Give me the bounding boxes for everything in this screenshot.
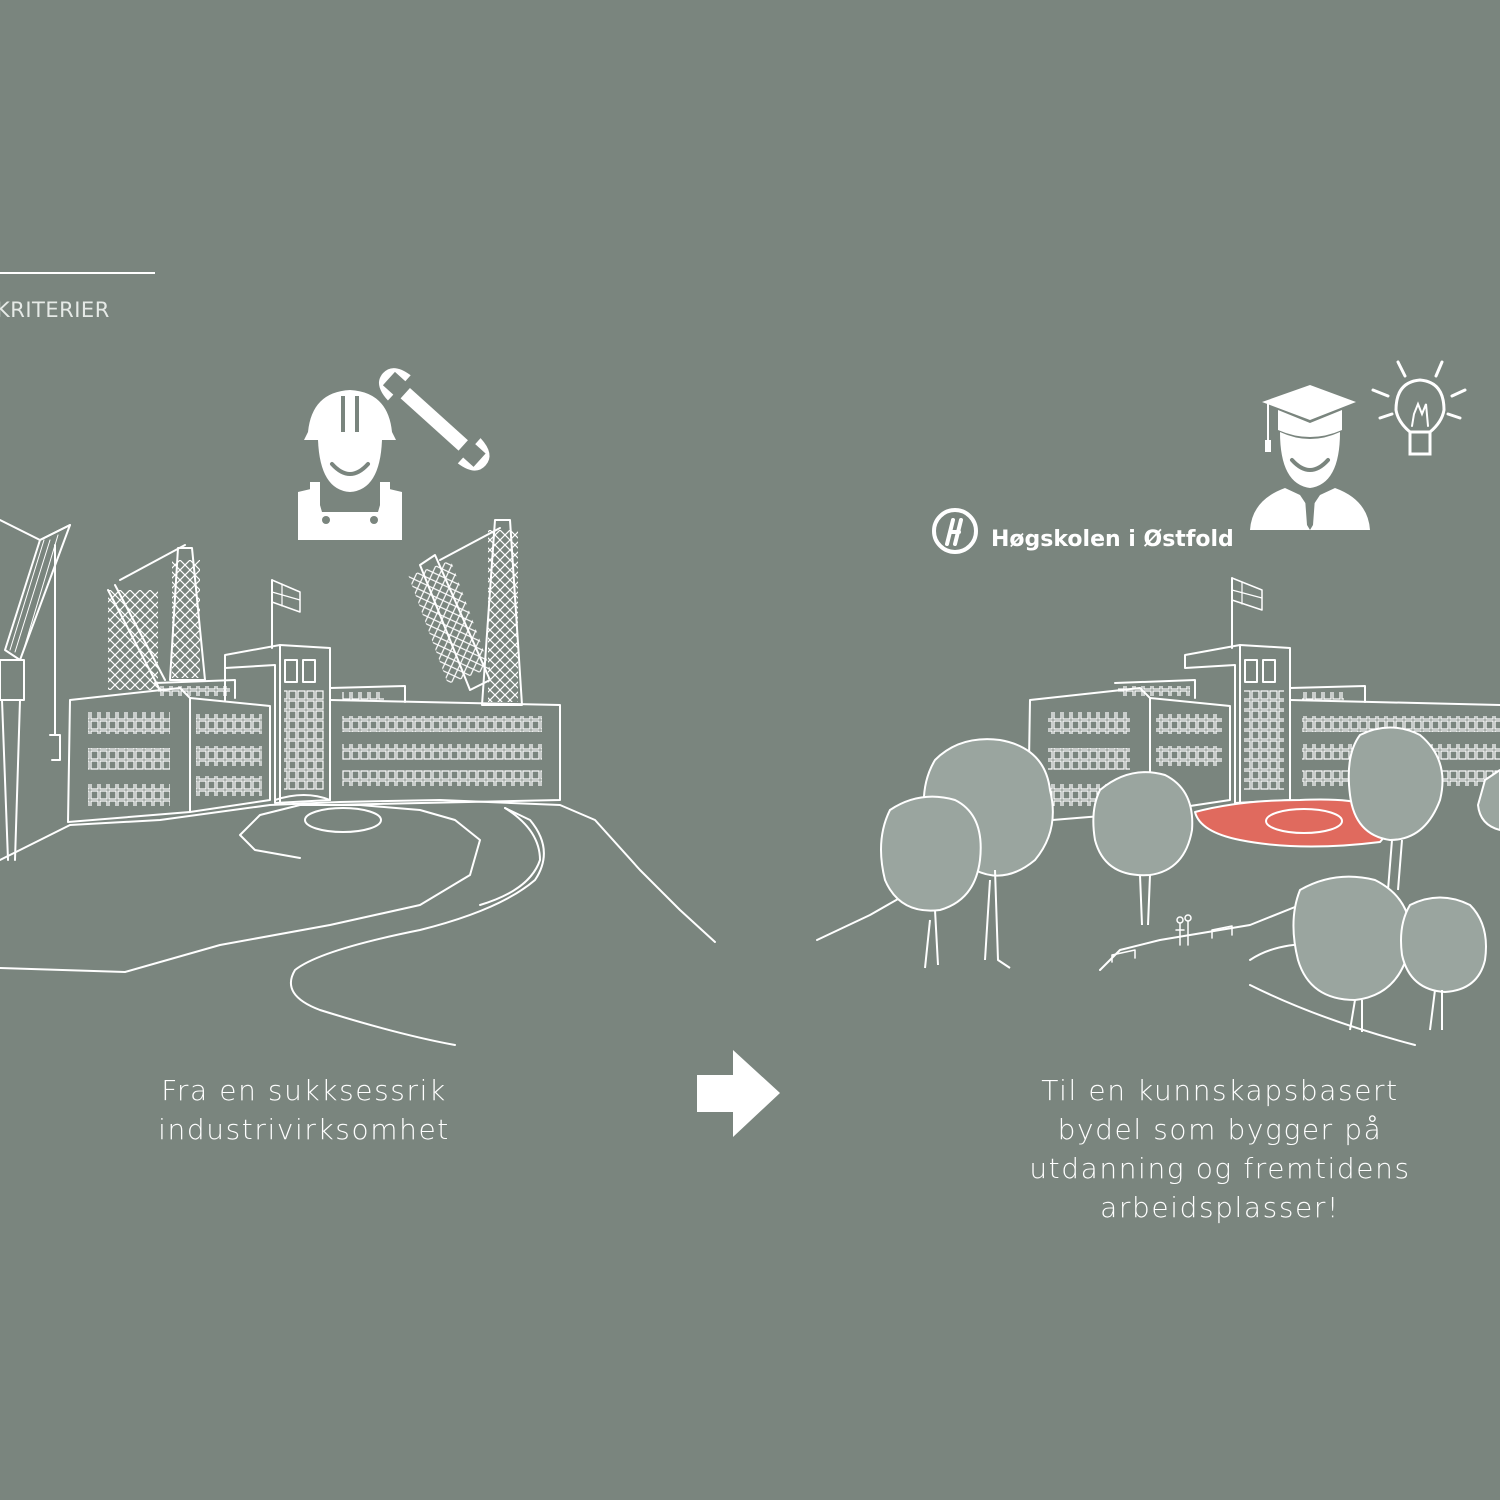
worker-hardhat-icon <box>298 390 402 540</box>
caption-before-line: industrivirksomhet <box>158 1113 450 1146</box>
caption-before: Fra en sukksessrik industrivirksomhet <box>104 1071 504 1149</box>
caption-after-line: utdanning og fremtidens <box>1029 1152 1411 1185</box>
hiof-logo: Høgskolen i Østfold <box>932 508 1234 554</box>
road-inner <box>289 807 545 1046</box>
tree <box>1092 771 1194 926</box>
crane-right <box>408 519 523 706</box>
campus-buildings <box>1027 577 1500 823</box>
building-right <box>329 685 561 806</box>
graduate-icon <box>1250 385 1370 530</box>
section-label: KRITERIER <box>0 298 110 322</box>
lightbulb-icon <box>1371 360 1467 456</box>
central-tower <box>224 579 331 804</box>
caption-before-line: Fra en sukksessrik <box>161 1074 447 1107</box>
bench <box>1111 925 1233 963</box>
hill-outline <box>0 799 716 943</box>
campus-trees <box>880 726 1500 1032</box>
tree <box>1477 769 1500 831</box>
hiof-logo-text: Høgskolen i Østfold <box>991 527 1234 552</box>
tree <box>1292 875 1412 1032</box>
caption-after-line: Til en kunnskapsbasert <box>1041 1074 1399 1107</box>
road-edge <box>479 807 541 906</box>
campus-hill <box>816 894 906 941</box>
crane-left <box>0 519 71 861</box>
road-outer <box>0 804 481 973</box>
people <box>1175 914 1192 946</box>
caption-after-line: bydel som bygger på <box>1057 1113 1383 1146</box>
crane-back-left <box>107 544 206 691</box>
arrow-right-icon <box>697 1050 780 1137</box>
wrench-icon <box>378 368 490 471</box>
plaza-roundabout <box>1265 808 1343 834</box>
campus-path-bottom <box>1249 984 1416 1046</box>
roundabout <box>304 807 382 833</box>
section-rule <box>0 272 155 274</box>
tree <box>880 795 982 969</box>
tree <box>1400 896 1487 1031</box>
campus-scene <box>816 577 1500 1046</box>
caption-after: Til en kunnskapsbasert bydel som bygger … <box>990 1071 1450 1227</box>
campus-path <box>1099 904 1301 971</box>
tree <box>1347 726 1444 891</box>
building-left <box>67 679 271 823</box>
industrial-scene <box>0 519 716 1046</box>
caption-after-line: arbeidsplasser! <box>1100 1191 1340 1224</box>
